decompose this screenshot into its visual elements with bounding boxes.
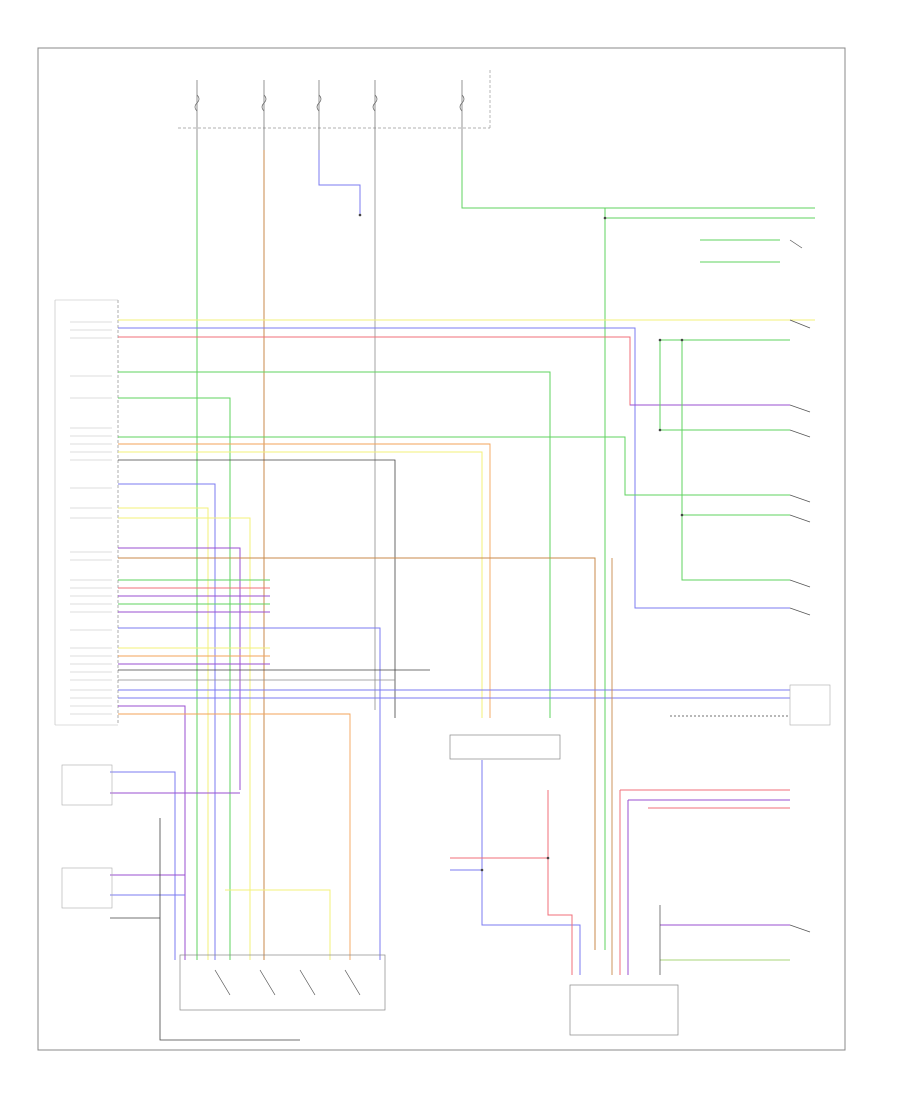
wire-blue-3	[118, 627, 381, 960]
fuse-4	[372, 80, 378, 150]
wire-blue-6	[110, 771, 176, 960]
fuse-3	[316, 80, 322, 150]
wire-green-4	[118, 397, 231, 960]
wire-red-3	[547, 790, 573, 975]
control-module	[54, 299, 119, 726]
fuse-2	[261, 80, 267, 150]
fuse-5	[459, 80, 465, 150]
wire-yellow-2	[118, 451, 483, 718]
fuse-1	[194, 80, 200, 150]
wire-green-right-3	[681, 340, 790, 581]
wire-orange-1	[118, 443, 491, 718]
wire-red-1	[118, 336, 790, 406]
bottom-right-connector	[569, 984, 679, 1036]
wire-brown-2	[118, 557, 596, 950]
wire-green-fuse5	[461, 150, 815, 209]
wire-green-3	[118, 436, 790, 496]
wire-yellow-3	[118, 507, 209, 960]
turbine-sensor-box	[61, 867, 113, 909]
wire-black-ground	[159, 818, 300, 1041]
wire-black-1	[118, 459, 396, 718]
wire-green-2	[118, 371, 551, 718]
wire-yellow-6	[225, 889, 331, 960]
wire-blue-fuse3	[318, 150, 361, 215]
center-module-box	[449, 734, 561, 760]
wire-blue-2	[118, 483, 216, 960]
wire-yellow-4	[118, 517, 251, 960]
wire-green-right-2	[659, 340, 790, 431]
splice-points	[358, 213, 684, 872]
diagram-border	[37, 47, 846, 1051]
bottom-left-switch-block	[179, 954, 386, 1011]
wire-blue-1	[118, 327, 790, 609]
wire-orange-3	[118, 713, 351, 960]
wire-blue-8	[481, 760, 581, 975]
speed-sensor-box	[61, 764, 113, 806]
fuse-box	[178, 70, 491, 150]
right-switches	[789, 239, 831, 933]
wire-violet-2	[118, 547, 241, 790]
